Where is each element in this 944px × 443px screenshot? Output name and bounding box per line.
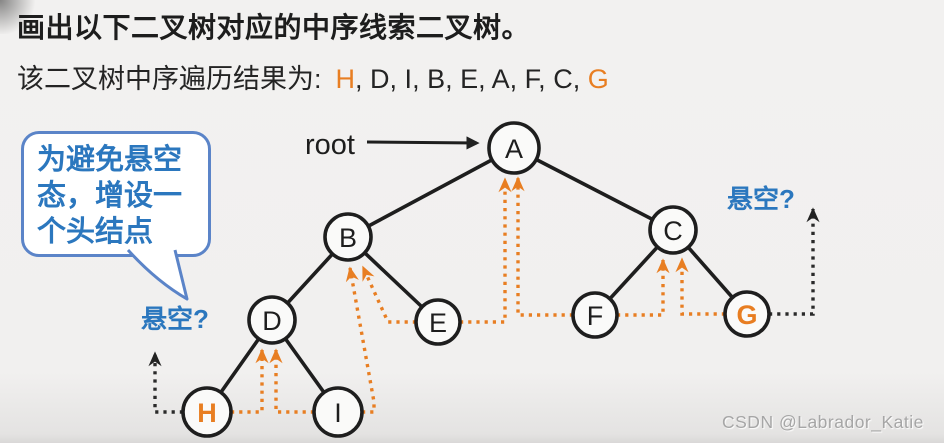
callout-bubble: 为避免悬空态，增设一个头结点	[21, 131, 211, 257]
node-I-label: I	[334, 398, 342, 428]
thread-I-to-B	[345, 266, 376, 414]
inorder-threads	[231, 176, 725, 414]
traversal-item: A	[491, 64, 510, 94]
traversal-separator: ,	[355, 64, 371, 94]
traversal-item: I	[404, 64, 413, 94]
thread-G-to-C	[675, 257, 725, 316]
root-arrow	[366, 136, 480, 150]
thread-E-to-B	[361, 265, 416, 324]
tree-edges	[205, 146, 749, 414]
watermark: CSDN @Labrador_Katie	[722, 412, 924, 432]
traversal-line: 该二叉树中序遍历结果为: H, D, I, B, E, A, F, C, G	[17, 57, 609, 96]
node-C-circle	[648, 205, 698, 255]
node-H-circle	[181, 386, 233, 438]
traversal-item: H	[335, 64, 356, 94]
thread-E-to-A	[460, 177, 512, 324]
callout-tail	[126, 249, 189, 301]
node-B-circle	[323, 212, 373, 262]
edge-A-B	[347, 146, 515, 239]
dangling-label-left: 悬空?	[141, 304, 209, 334]
traversal-label: 该二叉树中序遍历结果为:	[17, 64, 322, 94]
traversal-item: B	[427, 64, 446, 94]
thread-H-to-D	[231, 348, 269, 414]
tree-node-G: G	[723, 290, 771, 338]
node-D-label: D	[262, 306, 282, 336]
node-F-label: F	[587, 301, 604, 331]
node-A-label: A	[505, 134, 523, 164]
node-I-circle	[312, 386, 364, 438]
page-title: 画出以下二叉树对应的中序线索二叉树。	[17, 12, 531, 43]
callout-tail-shape	[126, 249, 189, 301]
thread-F-to-C	[617, 258, 670, 317]
tree-node-C: C	[648, 205, 698, 255]
node-A-circle	[487, 121, 541, 175]
traversal-separator: ,	[412, 64, 428, 94]
traversal-separator: ,	[445, 64, 461, 94]
tree-node-H: H	[181, 386, 233, 438]
traversal-separator: ,	[572, 64, 588, 94]
traversal-sequence: H, D, I, B, E, A, F, C, G	[336, 64, 609, 94]
edge-A-C	[513, 146, 674, 232]
tree-node-F: F	[571, 291, 619, 339]
node-G-circle	[723, 290, 771, 338]
traversal-item: D	[370, 64, 390, 94]
dangling-threads	[148, 207, 820, 414]
callout-text: 为避免悬空态，增设一个头结点	[37, 144, 183, 248]
node-F-circle	[571, 291, 619, 339]
traversal-separator: ,	[478, 64, 492, 94]
tree-nodes: A B C D E F G	[181, 121, 771, 438]
tree-node-E: E	[414, 298, 462, 346]
dangling-thread-G-right	[769, 207, 820, 316]
root-label: root	[305, 129, 355, 161]
node-E-circle	[414, 298, 462, 346]
node-H-label: H	[197, 398, 217, 428]
node-G-label: G	[736, 300, 757, 330]
traversal-separator: ,	[538, 64, 554, 94]
traversal-item: G	[587, 64, 609, 94]
traversal-item: E	[460, 64, 479, 94]
dangling-label-right: 悬空?	[727, 184, 795, 214]
traversal-separator: ,	[389, 64, 405, 94]
tree-node-B: B	[323, 212, 373, 262]
tree-node-A: A	[487, 121, 541, 175]
tree-node-I: I	[312, 386, 364, 438]
node-B-label: B	[339, 223, 357, 253]
traversal-item: C	[553, 64, 573, 94]
thread-F-to-A	[511, 176, 573, 317]
thread-I-to-D	[269, 348, 314, 414]
node-C-label: C	[663, 216, 683, 246]
dangling-thread-H-left	[148, 351, 183, 414]
node-D-circle	[247, 295, 297, 345]
tree-node-D: D	[247, 295, 297, 345]
traversal-item: F	[524, 64, 539, 94]
traversal-separator: ,	[509, 64, 525, 94]
node-E-label: E	[429, 308, 447, 338]
